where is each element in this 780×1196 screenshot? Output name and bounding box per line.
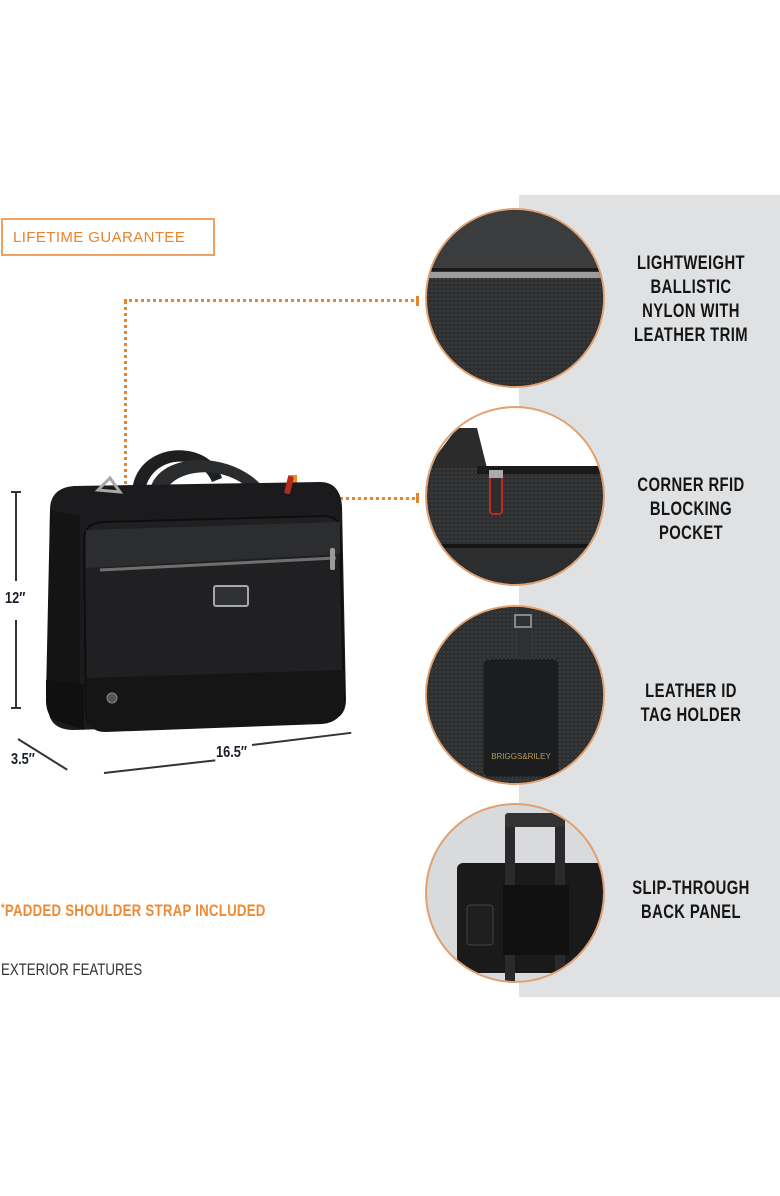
leader-line-nylon-vertical [124,300,127,606]
briefcase-image [46,450,346,732]
feature-label-id-tag: LEATHER ID TAG HOLDER [640,681,742,726]
leader-line-rfid-horizontal [291,497,415,500]
depth-dimension-label: 3.5″ [11,751,35,768]
width-dimension-line-left [103,759,216,774]
lifetime-guarantee-badge: LIFETIME GUARANTEE [1,218,215,256]
height-dimension-cap-bottom [11,707,21,709]
height-dimension-line-top [15,491,17,581]
nylon-closeup-icon [427,210,603,386]
leader-end-nylon [416,296,419,306]
shoulder-strap-note: *PADDED SHOULDER STRAP INCLUDED [1,901,266,920]
rfid-pocket-icon [427,428,603,584]
leader-line-nylon-horizontal [124,299,414,302]
width-dimension-label: 16.5″ [216,744,248,761]
leader-end-rfid [416,493,419,503]
feature-label-nylon: LIGHTWEIGHT BALLISTIC NYLON WITH LEATHER… [634,253,748,346]
height-dimension-line-bottom [15,620,17,708]
luggage-handle-icon [457,813,603,981]
guarantee-label: LIFETIME GUARANTEE [13,228,186,246]
svg-text:BRIGGS&RILEY: BRIGGS&RILEY [491,752,551,761]
feature-image-rfid [425,406,605,586]
asterisk: * [1,901,5,915]
exterior-features-caption: EXTERIOR FEATURES [1,960,143,979]
height-dimension-label: 12″ [5,590,26,607]
feature-image-slip-through [425,803,605,983]
feature-label-rfid: CORNER RFID BLOCKING POCKET [637,475,745,544]
height-dimension-cap-top [11,491,21,493]
feature-image-nylon [425,208,605,388]
feature-image-id-tag: BRIGGS&RILEY [425,605,605,785]
id-tag-icon: BRIGGS&RILEY [427,607,603,783]
feature-label-slip-through: SLIP-THROUGH BACK PANEL [632,878,750,923]
